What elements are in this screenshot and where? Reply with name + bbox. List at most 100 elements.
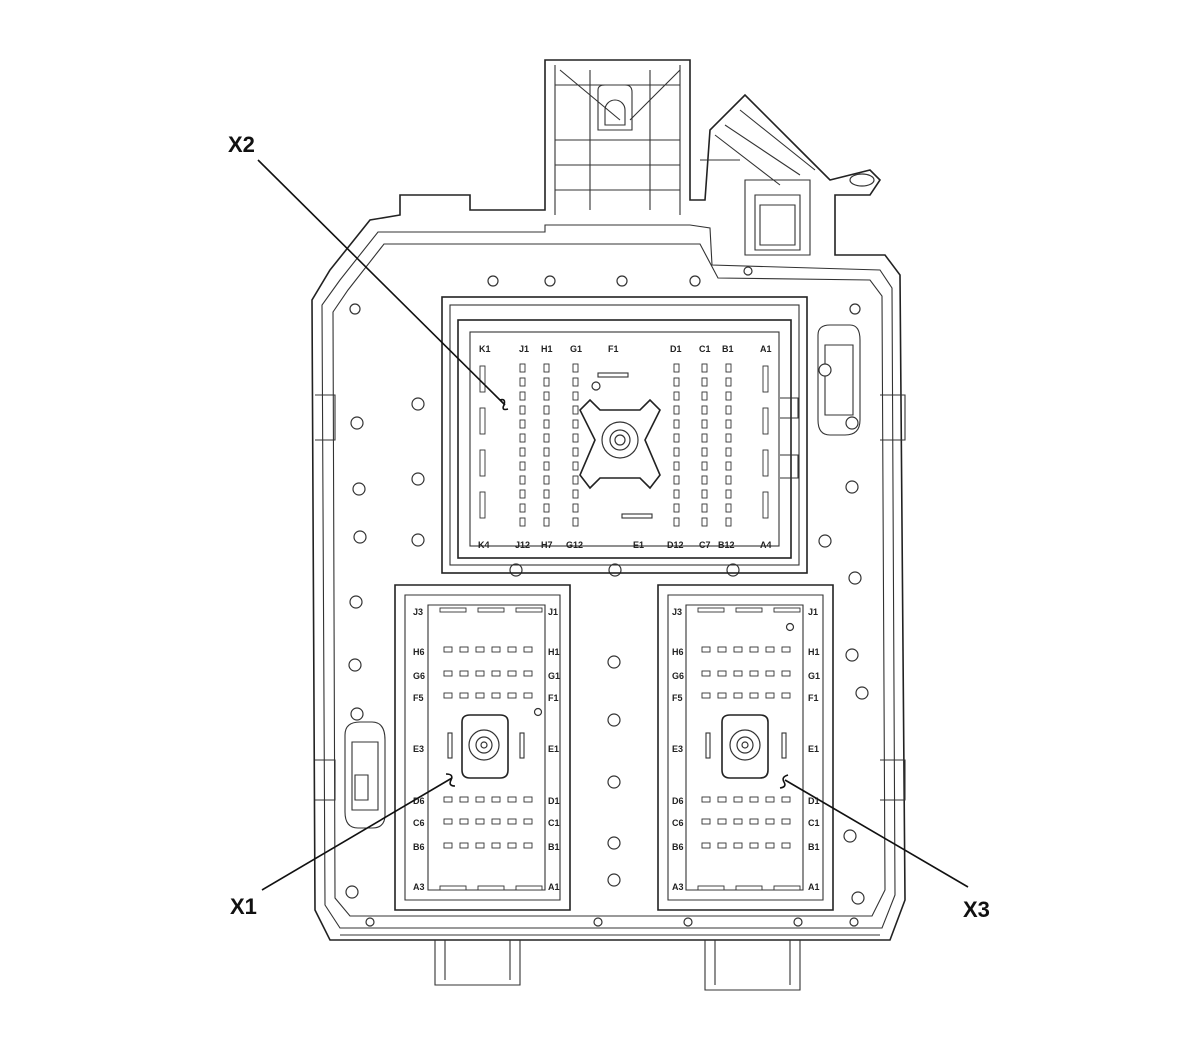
x2-pin	[725, 391, 732, 401]
x1-label-left-8: A3	[413, 882, 425, 892]
x3-label-left-6: C6	[672, 818, 684, 828]
x1-label-right-3: F1	[548, 693, 559, 703]
x2-pin	[673, 405, 680, 415]
x3-pins-edge-pin	[697, 885, 725, 891]
x3-label-right-5: D1	[808, 796, 820, 806]
x3-pins-pin	[701, 796, 711, 803]
x1-label-right-8: A1	[548, 882, 560, 892]
x3-pins-pin	[765, 670, 775, 677]
x2-pin	[673, 461, 680, 471]
x2-pin	[673, 433, 680, 443]
x2-label-top-7: B1	[722, 344, 734, 354]
x2-pin	[701, 461, 708, 471]
x2-label-bottom-4: E1	[633, 540, 644, 550]
x3-label-left-2: G6	[672, 671, 684, 681]
x1-label-left-2: G6	[413, 671, 425, 681]
x3-pins-pin	[701, 670, 711, 677]
x2-label-top-2: H1	[541, 344, 553, 354]
housing-outline	[311, 59, 906, 991]
x1-pins-pin	[443, 646, 453, 653]
x3-label-right-0: J1	[808, 607, 818, 617]
x3-label-right-7: B1	[808, 842, 820, 852]
x2-pin	[673, 517, 680, 527]
x3-leader-line	[784, 779, 969, 888]
x3-callout: X3	[963, 897, 990, 922]
x2-label-top-0: K1	[479, 344, 491, 354]
x1-pins-pin	[507, 818, 517, 825]
x2-pin	[701, 419, 708, 429]
x1-label-left-0: J3	[413, 607, 423, 617]
x2-pin	[543, 363, 550, 373]
x1-pins-pin	[443, 692, 453, 699]
x2-label-bottom-1: J12	[515, 540, 530, 550]
x3-pins-pin	[733, 670, 743, 677]
x3-pins-edge-pin	[735, 885, 763, 891]
x2-pin	[519, 391, 526, 401]
x3-pins-pin	[717, 796, 727, 803]
x3-label-left-3: F5	[672, 693, 683, 703]
x1-pins-pin	[459, 692, 469, 699]
x2-pin	[725, 517, 732, 527]
x1-pins-pin	[507, 646, 517, 653]
x1-pins-pin	[459, 670, 469, 677]
x2-pin	[673, 447, 680, 457]
x1-pins-pin	[507, 692, 517, 699]
x1-label-left-6: C6	[413, 818, 425, 828]
x1-pins-pin	[491, 692, 501, 699]
x1-callout: X1	[230, 894, 257, 919]
x3-label-right-4: E1	[808, 744, 819, 754]
x2-pin	[543, 433, 550, 443]
x2-label-bottom-8: A4	[760, 540, 772, 550]
x3-pins-pin	[781, 818, 791, 825]
x3-pins-pin	[717, 646, 727, 653]
x2-pin	[673, 377, 680, 387]
x2-pin	[572, 391, 579, 401]
x1-pins-edge-pin	[439, 885, 467, 891]
x3-label-left-4: E3	[672, 744, 683, 754]
x2-power-pin	[479, 491, 486, 519]
x3-label-right-1: H1	[808, 647, 820, 657]
x2-pin	[572, 461, 579, 471]
x3-pins-edge-pin	[697, 607, 725, 613]
x2-power-pin	[479, 407, 486, 435]
x1-label-right-2: G1	[548, 671, 560, 681]
x3-pins-pin	[733, 842, 743, 849]
x2-label-bottom-5: D12	[667, 540, 684, 550]
x3-pins-pin	[701, 818, 711, 825]
x3-pins-pin	[749, 670, 759, 677]
x1-pins-pin	[459, 646, 469, 653]
x3-pins-pin	[749, 796, 759, 803]
x2-pin	[673, 475, 680, 485]
x2-pin	[673, 419, 680, 429]
x2-pin	[701, 433, 708, 443]
x2-power-pin	[479, 365, 486, 393]
x2-pin	[519, 419, 526, 429]
x2-pin	[572, 405, 579, 415]
x2-pin-grid	[479, 363, 769, 527]
x1-pins-pin	[475, 796, 485, 803]
x1-pins-pin	[523, 842, 533, 849]
x2-pin	[701, 391, 708, 401]
x2-pin	[572, 363, 579, 373]
x2-pin	[543, 517, 550, 527]
x1-label-right-6: C1	[548, 818, 560, 828]
x3-pins-pin	[701, 646, 711, 653]
x2-pin	[519, 503, 526, 513]
x2-pin	[673, 363, 680, 373]
x3-pin-grid	[697, 607, 801, 891]
x2-pin	[543, 377, 550, 387]
mounting-holes	[345, 266, 869, 927]
x2-label-top-3: G1	[570, 344, 582, 354]
x2-pin	[572, 419, 579, 429]
x2-pin	[725, 489, 732, 499]
x1-pins-pin	[523, 818, 533, 825]
x3-label-right-3: F1	[808, 693, 819, 703]
x2-pin	[701, 517, 708, 527]
x3-pins-pin	[749, 646, 759, 653]
x2-pin	[725, 461, 732, 471]
x2-pin	[543, 405, 550, 415]
x3-pins-pin	[717, 842, 727, 849]
x2-pin	[519, 489, 526, 499]
x2-label-bottom-7: B12	[718, 540, 735, 550]
